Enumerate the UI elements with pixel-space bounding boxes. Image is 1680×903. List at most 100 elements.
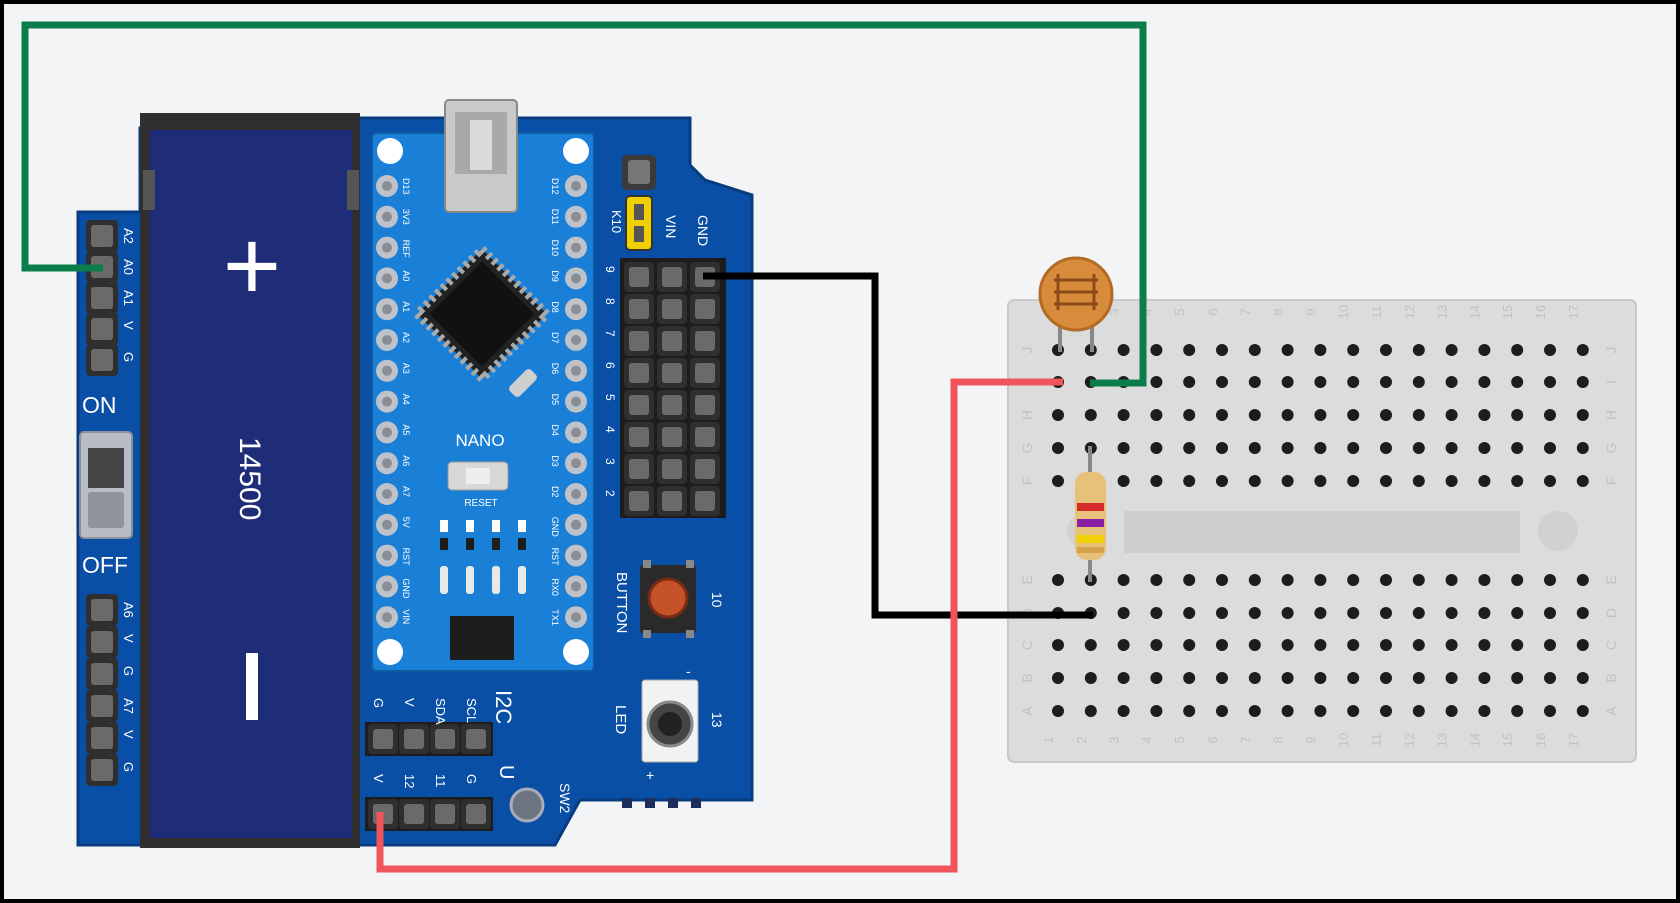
breadboard-hole[interactable]: [1380, 344, 1392, 356]
breadboard-hole[interactable]: [1544, 475, 1556, 487]
breadboard-hole[interactable]: [1445, 344, 1458, 356]
breadboard-hole[interactable]: [1576, 376, 1589, 388]
breadboard-hole[interactable]: [1347, 409, 1360, 421]
breadboard-hole[interactable]: [1478, 574, 1491, 586]
breadboard-hole[interactable]: [1576, 409, 1589, 421]
breadboard-hole[interactable]: [1183, 639, 1196, 651]
breadboard-hole[interactable]: [1347, 376, 1360, 388]
breadboard-hole[interactable]: [1445, 639, 1458, 651]
breadboard-hole[interactable]: [1347, 344, 1360, 356]
breadboard-hole[interactable]: [1117, 672, 1130, 684]
breadboard-hole[interactable]: [1248, 607, 1261, 619]
breadboard-hole[interactable]: [1314, 475, 1327, 487]
breadboard-hole[interactable]: [1544, 442, 1556, 454]
breadboard-hole[interactable]: [1150, 442, 1163, 454]
breadboard-hole[interactable]: [1314, 376, 1327, 388]
breadboard-hole[interactable]: [1052, 639, 1064, 651]
breadboard-hole[interactable]: [1347, 475, 1360, 487]
breadboard-hole[interactable]: [1150, 607, 1163, 619]
jumper-cap[interactable]: [625, 195, 653, 251]
breadboard-hole[interactable]: [1281, 475, 1294, 487]
potentiometer[interactable]: [509, 787, 545, 823]
breadboard-hole[interactable]: [1183, 409, 1196, 421]
breadboard-hole[interactable]: [1183, 376, 1196, 388]
breadboard-hole[interactable]: [1380, 409, 1392, 421]
breadboard-hole[interactable]: [1347, 442, 1360, 454]
breadboard-hole[interactable]: [1380, 672, 1392, 684]
breadboard-hole[interactable]: [1216, 672, 1228, 684]
breadboard-hole[interactable]: [1248, 672, 1261, 684]
breadboard-hole[interactable]: [1216, 705, 1228, 717]
breadboard-hole[interactable]: [1052, 475, 1064, 487]
breadboard-hole[interactable]: [1412, 409, 1425, 421]
breadboard-hole[interactable]: [1216, 376, 1228, 388]
breadboard-hole[interactable]: [1281, 344, 1294, 356]
breadboard-hole[interactable]: [1216, 574, 1228, 586]
breadboard-hole[interactable]: [1544, 607, 1556, 619]
breadboard-hole[interactable]: [1117, 607, 1130, 619]
breadboard-hole[interactable]: [1412, 574, 1425, 586]
breadboard-hole[interactable]: [1412, 475, 1425, 487]
breadboard-hole[interactable]: [1281, 574, 1294, 586]
breadboard-hole[interactable]: [1281, 409, 1294, 421]
breadboard-hole[interactable]: [1117, 344, 1130, 356]
breadboard-hole[interactable]: [1248, 639, 1261, 651]
breadboard-hole[interactable]: [1281, 639, 1294, 651]
breadboard-hole[interactable]: [1084, 705, 1097, 717]
breadboard-hole[interactable]: [1314, 344, 1327, 356]
breadboard-hole[interactable]: [1478, 672, 1491, 684]
breadboard-hole[interactable]: [1511, 607, 1524, 619]
breadboard-hole[interactable]: [1150, 344, 1163, 356]
breadboard-hole[interactable]: [1576, 639, 1589, 651]
breadboard-hole[interactable]: [1052, 705, 1064, 717]
breadboard-hole[interactable]: [1511, 705, 1524, 717]
breadboard-hole[interactable]: [1544, 376, 1556, 388]
breadboard-hole[interactable]: [1314, 442, 1327, 454]
breadboard-hole[interactable]: [1412, 705, 1425, 717]
breadboard-hole[interactable]: [1183, 475, 1196, 487]
breadboard-hole[interactable]: [1478, 705, 1491, 717]
breadboard-hole[interactable]: [1478, 442, 1491, 454]
breadboard-hole[interactable]: [1412, 376, 1425, 388]
breadboard-hole[interactable]: [1150, 705, 1163, 717]
breadboard-hole[interactable]: [1117, 475, 1130, 487]
breadboard-hole[interactable]: [1314, 574, 1327, 586]
breadboard-hole[interactable]: [1281, 672, 1294, 684]
breadboard-hole[interactable]: [1544, 672, 1556, 684]
breadboard-hole[interactable]: [1183, 672, 1196, 684]
breadboard-hole[interactable]: [1478, 376, 1491, 388]
breadboard-hole[interactable]: [1478, 344, 1491, 356]
breadboard-hole[interactable]: [1478, 409, 1491, 421]
breadboard-hole[interactable]: [1478, 639, 1491, 651]
breadboard-hole[interactable]: [1216, 344, 1228, 356]
breadboard-hole[interactable]: [1084, 639, 1097, 651]
breadboard-hole[interactable]: [1084, 409, 1097, 421]
breadboard-hole[interactable]: [1412, 442, 1425, 454]
breadboard-hole[interactable]: [1445, 574, 1458, 586]
breadboard-hole[interactable]: [1380, 574, 1392, 586]
breadboard-hole[interactable]: [1347, 639, 1360, 651]
breadboard-hole[interactable]: [1216, 409, 1228, 421]
breadboard-hole[interactable]: [1117, 409, 1130, 421]
breadboard-hole[interactable]: [1150, 574, 1163, 586]
breadboard-hole[interactable]: [1052, 442, 1064, 454]
breadboard-hole[interactable]: [1248, 442, 1261, 454]
power-switch-slider[interactable]: [88, 448, 124, 488]
breadboard-hole[interactable]: [1478, 475, 1491, 487]
breadboard-hole[interactable]: [1445, 672, 1458, 684]
breadboard-hole[interactable]: [1380, 607, 1392, 619]
breadboard-hole[interactable]: [1314, 672, 1327, 684]
breadboard-hole[interactable]: [1347, 705, 1360, 717]
breadboard-hole[interactable]: [1380, 376, 1392, 388]
breadboard-hole[interactable]: [1544, 639, 1556, 651]
breadboard-hole[interactable]: [1117, 574, 1130, 586]
breadboard-hole[interactable]: [1511, 376, 1524, 388]
breadboard-hole[interactable]: [1576, 442, 1589, 454]
breadboard-hole[interactable]: [1084, 672, 1097, 684]
breadboard-hole[interactable]: [1576, 672, 1589, 684]
breadboard-hole[interactable]: [1347, 574, 1360, 586]
breadboard-hole[interactable]: [1150, 475, 1163, 487]
breadboard-hole[interactable]: [1150, 409, 1163, 421]
breadboard-hole[interactable]: [1478, 607, 1491, 619]
breadboard-hole[interactable]: [1216, 607, 1228, 619]
